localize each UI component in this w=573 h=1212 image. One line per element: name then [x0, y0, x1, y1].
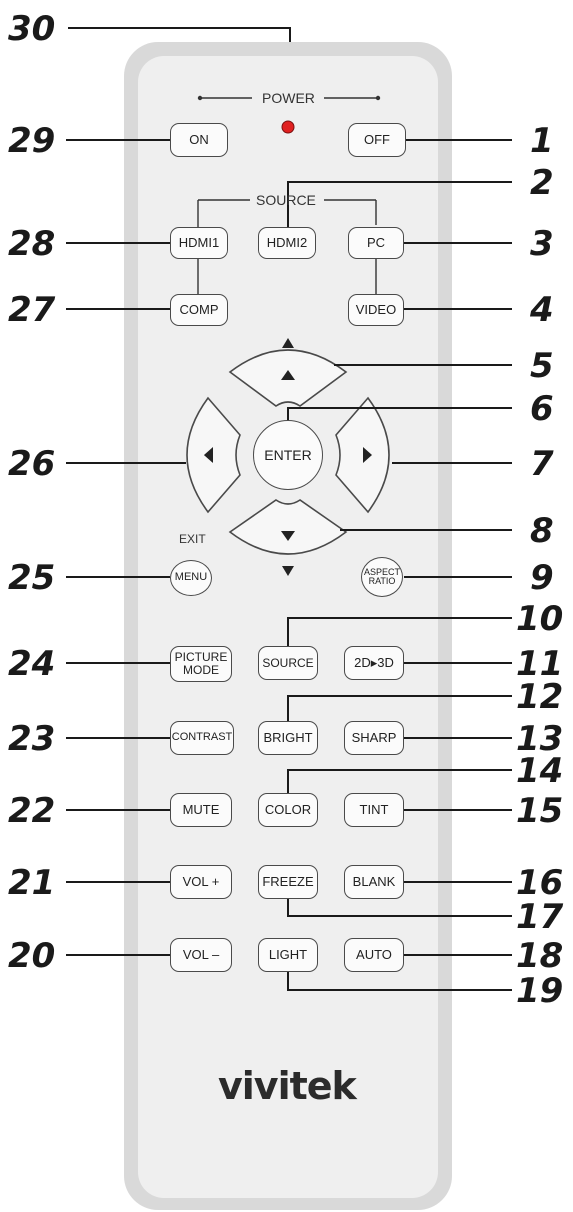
down-arrow-icon — [281, 531, 295, 541]
auto-button[interactable]: AUTO — [344, 938, 404, 972]
light-button[interactable]: LIGHT — [258, 938, 318, 972]
callout-5: 5 — [530, 346, 554, 386]
leader-2 — [287, 181, 512, 228]
up-arrow-icon — [281, 370, 295, 380]
exit-label: EXIT — [179, 532, 206, 546]
sharp-button[interactable]: SHARP — [344, 721, 404, 755]
power-led — [281, 120, 295, 134]
blank-button[interactable]: BLANK — [344, 865, 404, 899]
callout-14: 14 — [516, 751, 564, 791]
callout-20: 20 — [8, 936, 56, 976]
callout-19: 19 — [516, 971, 564, 1011]
callout-21: 21 — [8, 863, 56, 903]
contrast-button[interactable]: CONTRAST — [170, 721, 234, 755]
callout-25: 25 — [8, 558, 56, 598]
callout-30: 30 — [8, 9, 56, 49]
enter-button[interactable]: ENTER — [253, 420, 323, 490]
callout-4: 4 — [530, 290, 554, 330]
callout-17: 17 — [516, 897, 564, 937]
leader-12 — [287, 695, 512, 722]
source-group-label: SOURCE — [256, 192, 316, 208]
callout-6: 6 — [530, 389, 554, 429]
callout-29: 29 — [8, 121, 56, 161]
power-label: POWER — [262, 90, 315, 106]
up-marker-icon — [282, 338, 294, 348]
callout-8: 8 — [530, 511, 554, 551]
callout-22: 22 — [8, 791, 56, 831]
callout-11: 11 — [516, 644, 564, 684]
leader-10 — [287, 617, 512, 646]
comp-button[interactable]: COMP — [170, 294, 228, 326]
tint-button[interactable]: TINT — [344, 793, 404, 827]
hdmi1-button[interactable]: HDMI1 — [170, 227, 228, 259]
menu-button[interactable]: MENU — [170, 560, 212, 596]
leader-14 — [287, 769, 512, 796]
vol-minus-button[interactable]: VOL – — [170, 938, 232, 972]
callout-24: 24 — [8, 644, 56, 684]
callout-3: 3 — [530, 224, 554, 264]
vol-plus-button[interactable]: VOL + — [170, 865, 232, 899]
on-button[interactable]: ON — [170, 123, 228, 157]
picture-mode-button[interactable]: PICTURE MODE — [170, 646, 232, 682]
callout-13: 13 — [516, 719, 564, 759]
mute-button[interactable]: MUTE — [170, 793, 232, 827]
vivitek-logo: vivitek — [218, 1064, 357, 1108]
2d-3d-button[interactable]: 2D▸3D — [344, 646, 404, 680]
callout-26: 26 — [8, 444, 56, 484]
callout-7: 7 — [530, 444, 554, 484]
source-button[interactable]: SOURCE — [258, 646, 318, 680]
video-button[interactable]: VIDEO — [348, 294, 404, 326]
off-button[interactable]: OFF — [348, 123, 406, 157]
callout-23: 23 — [8, 719, 56, 759]
callout-12: 12 — [516, 677, 564, 717]
hdmi2-button[interactable]: HDMI2 — [258, 227, 316, 259]
down-marker-icon — [282, 566, 294, 576]
aspect-ratio-button[interactable]: ASPECT RATIO — [361, 557, 403, 597]
freeze-button[interactable]: FREEZE — [258, 865, 318, 899]
leader-17 — [287, 898, 512, 917]
callout-18: 18 — [516, 936, 564, 976]
callout-15: 15 — [516, 791, 564, 831]
callout-2: 2 — [530, 163, 554, 203]
right-tri-icon — [363, 447, 372, 463]
bright-button[interactable]: BRIGHT — [258, 721, 318, 755]
dpad-right — [335, 396, 390, 514]
pc-button[interactable]: PC — [348, 227, 404, 259]
dpad-left — [186, 396, 241, 514]
callout-10: 10 — [516, 599, 564, 639]
leader-30 — [68, 27, 291, 42]
leader-6 — [287, 407, 512, 422]
callout-28: 28 — [8, 224, 56, 264]
leader-19 — [287, 970, 512, 991]
callout-1: 1 — [530, 121, 554, 161]
callout-16: 16 — [516, 863, 564, 903]
color-button[interactable]: COLOR — [258, 793, 318, 827]
callout-9: 9 — [530, 558, 554, 598]
left-tri-icon — [204, 447, 213, 463]
callout-27: 27 — [8, 290, 56, 330]
dpad-down — [228, 499, 348, 555]
